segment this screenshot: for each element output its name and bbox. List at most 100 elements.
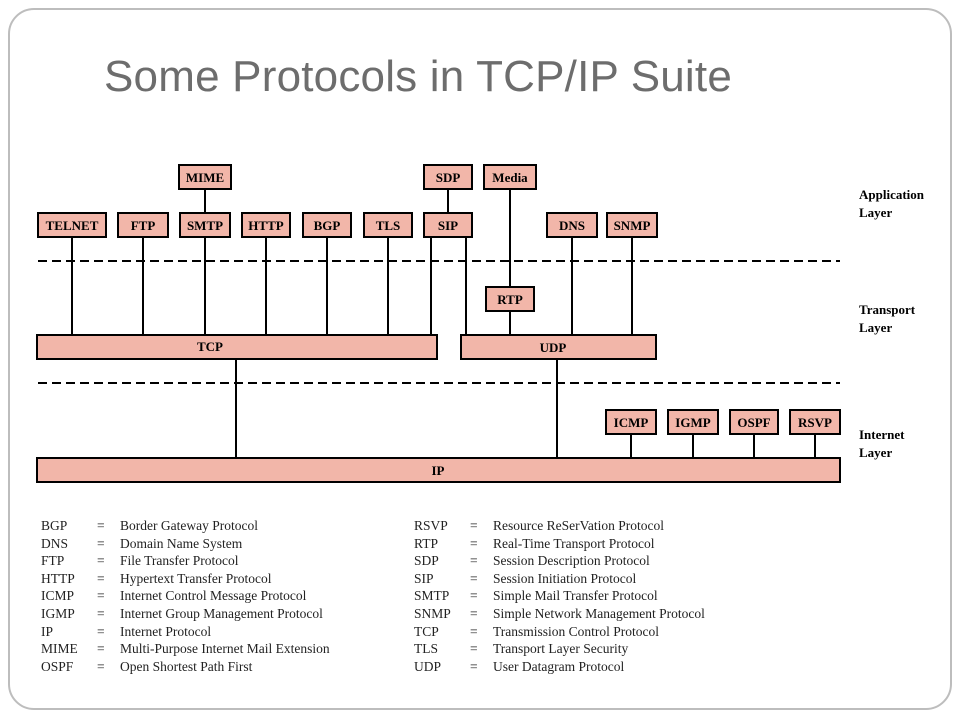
box-tcp bbox=[36, 334, 438, 360]
legend-definition: Session Initiation Protocol bbox=[493, 570, 637, 586]
legend-definition: Border Gateway Protocol bbox=[120, 518, 258, 533]
legend-abbr: ICMP bbox=[41, 588, 75, 604]
label-bgp: BGP bbox=[314, 218, 341, 233]
legend-abbr: SNMP bbox=[414, 605, 451, 621]
label-sip: SIP bbox=[438, 218, 458, 233]
legend-equals: = bbox=[97, 535, 105, 551]
box-icmp bbox=[605, 409, 657, 435]
legend-abbr: BGP bbox=[41, 518, 68, 533]
box-udp bbox=[460, 334, 657, 360]
label-rtp: RTP bbox=[497, 292, 523, 307]
legend-abbr: FTP bbox=[41, 553, 65, 569]
protocol-labels: MIME TELNET FTP SMTP HTTP BGP TLS SDP Me… bbox=[46, 170, 832, 478]
label-smtp: SMTP bbox=[187, 218, 223, 233]
protocol-boxes bbox=[36, 164, 841, 483]
legend-equals: = bbox=[470, 553, 478, 569]
legend-row: FTP=File Transfer Protocol bbox=[41, 553, 381, 571]
legend-row: SDP = Session Description Protocol bbox=[414, 553, 774, 571]
box-telnet bbox=[37, 212, 107, 238]
legend-equals: = bbox=[97, 658, 105, 674]
layer-application-line1: Application bbox=[859, 187, 925, 202]
legend-definition: Real-Time Transport Protocol bbox=[493, 535, 655, 551]
label-mime: MIME bbox=[186, 170, 224, 185]
legend-definition: Internet Group Management Protocol bbox=[120, 605, 323, 621]
legend-row: IGMP = Internet Group Management Protocol bbox=[41, 606, 381, 624]
legend-definition: Multi-Purpose Internet Mail Extension bbox=[120, 641, 330, 657]
legend-equals: = bbox=[470, 658, 478, 674]
label-ftp: FTP bbox=[131, 218, 156, 233]
label-dns: DNS bbox=[559, 218, 585, 233]
legend-abbr: SDP bbox=[414, 553, 439, 569]
legend-row: IP = Internet Protocol bbox=[41, 624, 381, 642]
box-bgp bbox=[302, 212, 352, 238]
box-sdp bbox=[423, 164, 473, 190]
legend-row: ICMP=Internet Control Message Protocol bbox=[41, 588, 381, 606]
legend-row: RSVP=Resource ReSerVation Protocol bbox=[414, 518, 774, 536]
legend-row: BGP = Border Gateway Protocol bbox=[41, 518, 381, 536]
legend-abbr: MIME bbox=[41, 641, 78, 657]
legend-row: OSPF = Open Shortest Path First bbox=[41, 659, 381, 677]
slide-title: Some Protocols in TCP/IP Suite bbox=[104, 52, 732, 101]
legend-row: TLS = Transport Layer Security bbox=[414, 641, 774, 659]
legend-row: SMTP=Simple Mail Transfer Protocol bbox=[414, 588, 774, 606]
legend-abbr: IGMP bbox=[41, 605, 75, 621]
label-tls: TLS bbox=[376, 218, 401, 233]
legend-equals: = bbox=[470, 570, 478, 586]
legend-abbr: UDP bbox=[414, 658, 442, 674]
legend-row: DNS=Domain Name System bbox=[41, 536, 381, 554]
legend-abbr: TLS bbox=[414, 641, 439, 657]
layer-labels: Application Layer Transport Layer Intern… bbox=[859, 187, 925, 460]
layer-transport-line2: Layer bbox=[859, 320, 892, 335]
legend-abbr: SIP bbox=[414, 570, 434, 586]
layer-separators bbox=[38, 260, 840, 384]
legend-equals: = bbox=[470, 641, 478, 657]
legend-abbr: IP bbox=[41, 623, 54, 639]
legend-abbr: OSPF bbox=[41, 658, 74, 674]
box-tls bbox=[363, 212, 413, 238]
legend-equals: = bbox=[97, 641, 105, 657]
legend-definition: Session Description Protocol bbox=[493, 553, 650, 569]
legend-definition: Internet Protocol bbox=[120, 623, 212, 639]
legend-abbr: RSVP bbox=[414, 518, 448, 533]
label-igmp: IGMP bbox=[675, 415, 710, 430]
label-icmp: ICMP bbox=[614, 415, 649, 430]
label-telnet: TELNET bbox=[46, 218, 99, 233]
legend-definition: Open Shortest Path First bbox=[120, 658, 253, 674]
legend-row: RTP=Real-Time Transport Protocol bbox=[414, 536, 774, 554]
box-rtp bbox=[485, 286, 535, 312]
box-sip bbox=[423, 212, 473, 238]
legend-equals: = bbox=[470, 518, 478, 533]
legend-equals: = bbox=[97, 588, 105, 604]
legend-row: TCP=Transmission Control Protocol bbox=[414, 624, 774, 642]
legend-row: SIP = Session Initiation Protocol bbox=[414, 571, 774, 589]
box-ip bbox=[36, 457, 841, 483]
box-dns bbox=[546, 212, 598, 238]
label-rsvp: RSVP bbox=[798, 415, 832, 430]
legend-definition: Simple Network Management Protocol bbox=[493, 605, 705, 621]
box-smtp bbox=[179, 212, 231, 238]
legend-definition: Transmission Control Protocol bbox=[493, 623, 660, 639]
layer-application-line2: Layer bbox=[859, 205, 892, 220]
legend-equals: = bbox=[97, 623, 105, 639]
box-http bbox=[241, 212, 291, 238]
legend-definition: Transport Layer Security bbox=[493, 641, 629, 657]
label-udp: UDP bbox=[540, 340, 567, 355]
legend-abbr: SMTP bbox=[414, 588, 450, 604]
layer-transport-line1: Transport bbox=[859, 302, 916, 317]
legend-definition: Simple Mail Transfer Protocol bbox=[493, 588, 658, 604]
box-media bbox=[483, 164, 537, 190]
label-http: HTTP bbox=[248, 218, 283, 233]
legend-equals: = bbox=[97, 605, 105, 621]
legend-row: UDP=User Datagram Protocol bbox=[414, 659, 774, 677]
label-media: Media bbox=[492, 170, 528, 185]
legend-row: HTTP=Hypertext Transfer Protocol bbox=[41, 571, 381, 589]
legend-definition: Domain Name System bbox=[120, 535, 243, 551]
legend-definition: Hypertext Transfer Protocol bbox=[120, 570, 272, 586]
legend-equals: = bbox=[97, 553, 105, 569]
box-mime bbox=[178, 164, 232, 190]
legend-equals: = bbox=[97, 570, 105, 586]
legend-equals: = bbox=[97, 518, 105, 533]
legend-equals: = bbox=[470, 623, 478, 639]
box-ospf bbox=[729, 409, 779, 435]
